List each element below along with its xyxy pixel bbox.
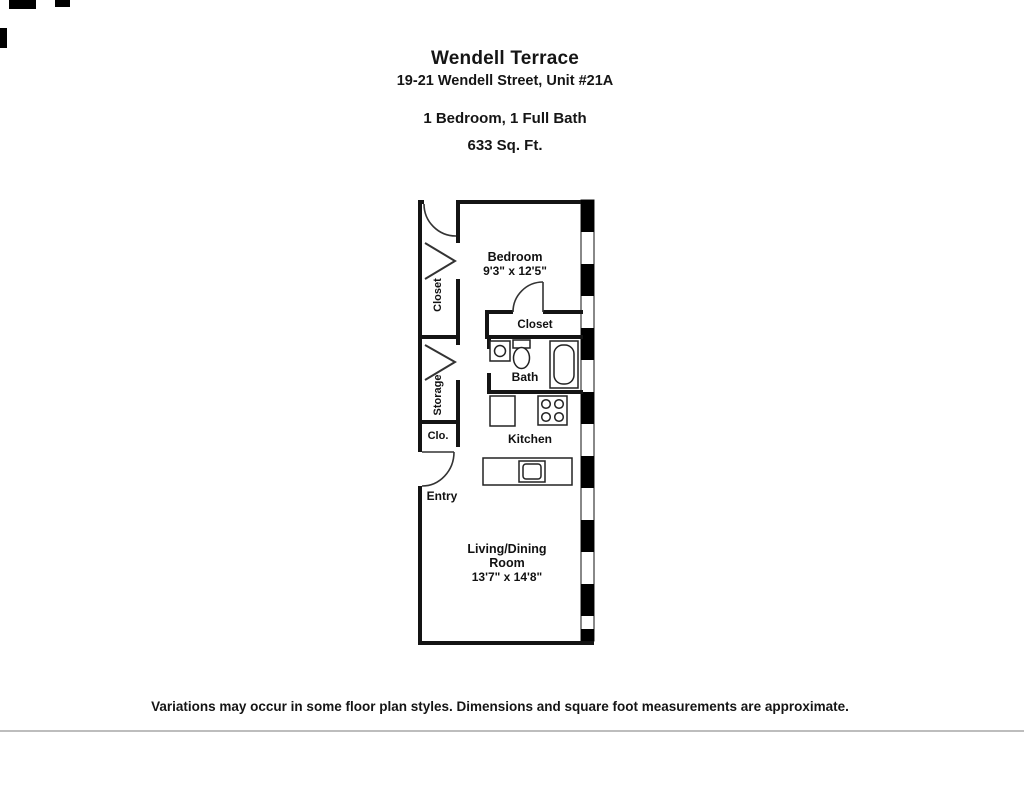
bath-fixtures bbox=[489, 339, 579, 389]
scan-artifact bbox=[9, 0, 36, 9]
bath-label: Bath bbox=[512, 370, 539, 384]
window-wall bbox=[580, 199, 595, 642]
unit-area: 633 Sq. Ft. bbox=[467, 137, 543, 154]
scan-artifact bbox=[0, 28, 7, 48]
kitchen-fixtures bbox=[482, 395, 573, 486]
door-arcs bbox=[421, 203, 544, 487]
entry-label: Entry bbox=[427, 489, 458, 503]
kitchen-sink-icon bbox=[518, 460, 546, 483]
scan-artifact bbox=[55, 0, 70, 7]
page-title: Wendell Terrace bbox=[430, 48, 580, 69]
unit-config: 1 Bedroom, 1 Full Bath bbox=[423, 110, 587, 127]
floor-plan: Bedroom 9'3" x 12'5" Closet Closet Bath … bbox=[405, 195, 615, 660]
disclaimer-text: Variations may occur in some floor plan … bbox=[151, 699, 849, 714]
room-labels: Bedroom 9'3" x 12'5" Closet Closet Bath … bbox=[427, 250, 553, 584]
island-counter-icon bbox=[482, 457, 573, 486]
counter-icon bbox=[489, 395, 516, 427]
bedroom-closet-label: Closet bbox=[517, 319, 552, 331]
floor-plan-svg: Bedroom 9'3" x 12'5" Closet Closet Bath … bbox=[418, 199, 595, 645]
interior-walls bbox=[418, 204, 583, 447]
sink-icon bbox=[489, 340, 511, 362]
storage-label: Storage bbox=[432, 375, 444, 416]
living-room-label-line1: Living/Dining bbox=[467, 542, 546, 556]
bottom-divider bbox=[0, 730, 1024, 732]
closet-strip-label: Closet bbox=[432, 278, 444, 312]
kitchen-label: Kitchen bbox=[508, 432, 552, 446]
page-address: 19-21 Wendell Street, Unit #21A bbox=[396, 73, 614, 89]
living-room-dims: 13'7" x 14'8" bbox=[472, 570, 542, 584]
stove-icon bbox=[537, 395, 568, 426]
outer-walls bbox=[418, 200, 594, 645]
bifold-doors bbox=[424, 242, 457, 381]
bedroom-dims: 9'3" x 12'5" bbox=[483, 264, 547, 278]
clo-label: Clo. bbox=[428, 430, 449, 442]
living-room-label-line2: Room bbox=[489, 556, 524, 570]
header: Wendell Terrace 19-21 Wendell Street, Un… bbox=[0, 48, 1010, 154]
bedroom-label: Bedroom bbox=[488, 250, 543, 264]
